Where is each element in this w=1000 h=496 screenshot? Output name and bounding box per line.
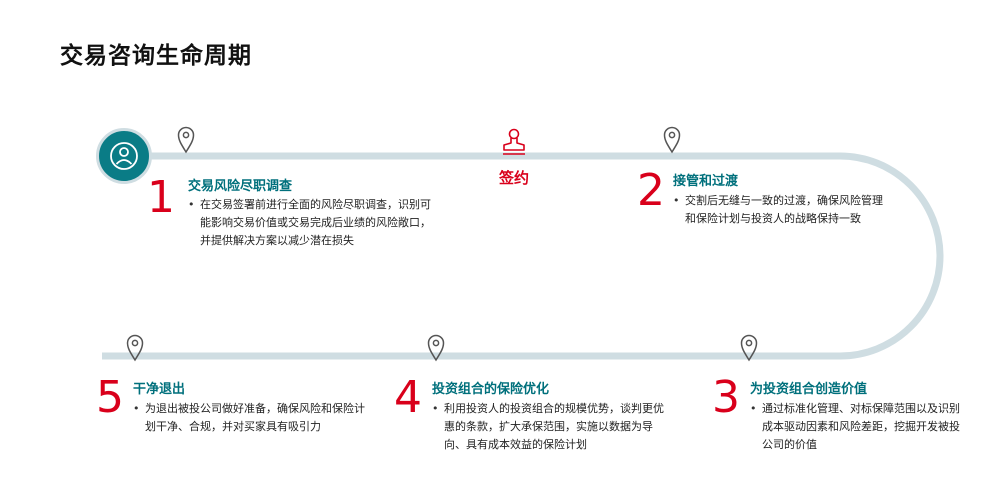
stage-title: 接管和过渡	[673, 174, 739, 189]
stage-title: 干净退出	[133, 382, 186, 397]
stage-description: 利用投资人的投资组合的规模优势，谈判更优惠的条款，扩大承保范围，实施以数据为导向…	[432, 400, 674, 454]
stage-title: 为投资组合创造价值	[750, 382, 868, 397]
stage-title: 投资组合的保险优化	[432, 382, 550, 397]
stage-description: 为退出被投公司做好准备，确保风险和保险计划干净、合规，并对买家具有吸引力	[133, 400, 375, 436]
signing-label: 签约	[499, 169, 530, 187]
stage-number: 3	[712, 372, 740, 423]
map-pin-icon	[740, 334, 758, 362]
stage-number: 1	[147, 172, 175, 223]
map-pin-icon	[427, 334, 445, 362]
stage-description: 交割后无缝与一致的过渡，确保风险管理和保险计划与投资人的战略保持一致	[673, 192, 883, 228]
stage-description: 通过标准化管理、对标保障范围以及识别成本驱动因素和风险差距，挖掘开发被投公司的价…	[750, 400, 970, 454]
start-user-badge	[96, 128, 152, 184]
stage-number: 2	[637, 165, 665, 216]
stamp-icon	[503, 128, 525, 155]
stage-number: 4	[394, 372, 422, 423]
stage-title: 交易风险尽职调查	[188, 179, 293, 194]
map-pin-icon	[663, 126, 681, 154]
stage-number: 5	[96, 372, 124, 423]
page-title: 交易咨询生命周期	[60, 43, 252, 69]
map-pin-icon	[126, 334, 144, 362]
user-icon	[110, 142, 138, 170]
map-pin-icon	[177, 126, 195, 154]
stage-description: 在交易签署前进行全面的风险尽职调查，识别可能影响交易价值或交易完成后业绩的风险敞…	[188, 196, 432, 250]
